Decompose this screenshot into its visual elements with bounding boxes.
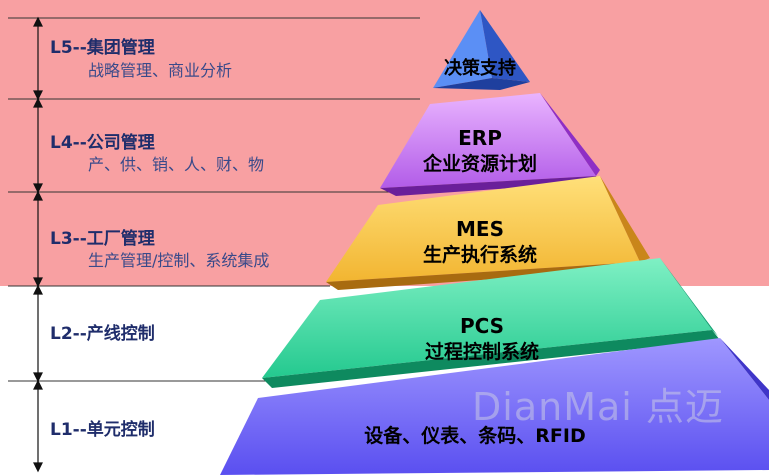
level-l5-subtitle: 战略管理、商业分析 (88, 61, 233, 80)
pyramid-label-pcs-desc: 过程控制系统 (424, 341, 540, 363)
level-l4-title: L4--公司管理 (50, 133, 155, 153)
level-l3-subtitle: 生产管理/控制、系统集成 (88, 251, 270, 270)
pyramid-label-erp: ERP (458, 126, 502, 150)
pyramid-level-mes (326, 176, 650, 290)
watermark: DianMai 点迈 (472, 385, 724, 429)
pyramid-label-mes-desc: 生产执行系统 (422, 244, 538, 266)
level-l4-subtitle: 产、供、销、人、财、物 (88, 155, 265, 174)
pyramid-label-devices: 设备、仪表、条码、RFID (364, 425, 586, 447)
pyramid-label-erp-desc: 企业资源计划 (422, 153, 538, 175)
level-l5-title: L5--集团管理 (50, 38, 155, 58)
level-l3-title: L3--工厂管理 (50, 229, 155, 249)
pyramid-level-erp (380, 93, 600, 196)
level-l2-title: L2--产线控制 (50, 324, 155, 344)
pyramid-label-mes: MES (456, 217, 504, 241)
pyramid-level-pcs (262, 258, 720, 388)
level-l1-title: L1--单元控制 (50, 420, 155, 440)
pyramid-label-decision: 决策支持 (444, 58, 516, 79)
pyramid-label-pcs: PCS (459, 314, 505, 338)
pyramid-level-decision (433, 10, 530, 90)
pyramid-level-base (220, 338, 769, 475)
